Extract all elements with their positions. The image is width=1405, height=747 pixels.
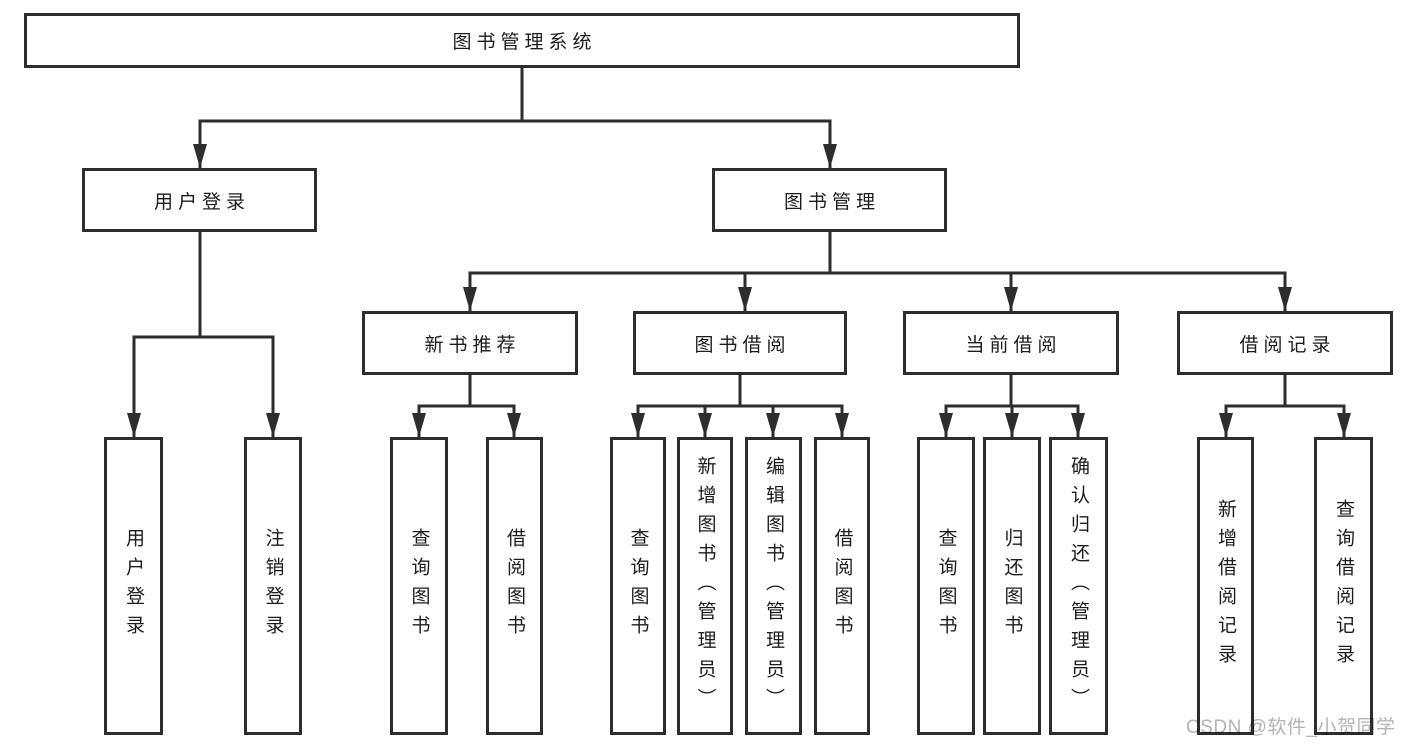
node-root: 图书管理系统 (24, 13, 1020, 68)
node-book-borrow: 图书借阅 (633, 311, 847, 375)
node-user-login: 用户登录 (82, 168, 317, 232)
leaf-borrow-query-books: 查询图书 (610, 437, 666, 735)
leaf-borrow-edit-books-admin: 编辑图书（管理员） (745, 437, 802, 735)
leaf-current-query-books: 查询图书 (917, 437, 975, 735)
node-current-borrow: 当前借阅 (903, 311, 1119, 375)
leaf-borrow-borrow-books: 借阅图书 (814, 437, 870, 735)
leaf-records-add-record: 新增借阅记录 (1197, 437, 1254, 735)
leaf-recommend-query-books: 查询图书 (390, 437, 448, 735)
leaf-logout: 注销登录 (244, 437, 302, 735)
leaf-records-query-record: 查询借阅记录 (1314, 437, 1373, 735)
leaf-current-confirm-return-admin: 确认归还（管理员） (1049, 437, 1108, 735)
leaf-user-login: 用户登录 (104, 437, 163, 735)
csdn-watermark: CSDN @软件_小贺同学 (1186, 717, 1396, 738)
leaf-current-return-books: 归还图书 (983, 437, 1041, 735)
leaf-borrow-add-books-admin: 新增图书（管理员） (677, 437, 733, 735)
node-borrow-records: 借阅记录 (1177, 311, 1393, 375)
node-new-book-recommend: 新书推荐 (362, 311, 578, 375)
node-book-management: 图书管理 (712, 168, 947, 232)
leaf-recommend-borrow-books: 借阅图书 (486, 437, 543, 735)
